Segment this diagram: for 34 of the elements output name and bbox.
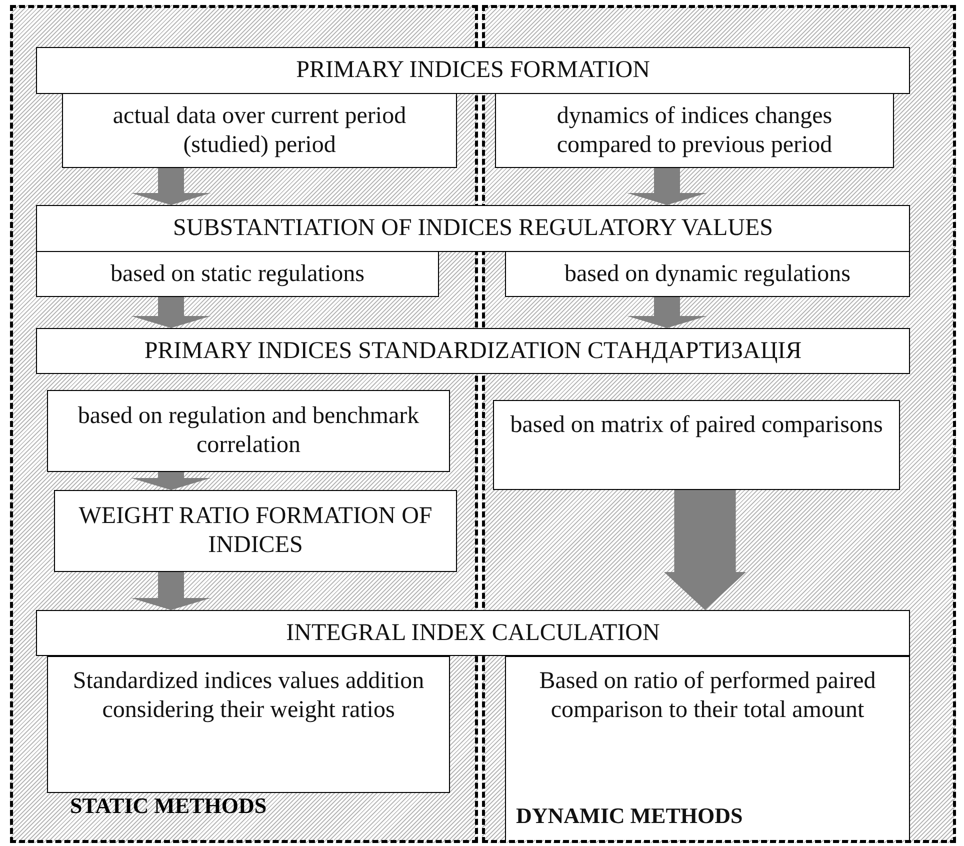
process-box [47,390,450,472]
block-arrow [131,297,211,328]
process-box [36,47,910,94]
process-box [495,93,894,168]
process-box [62,93,457,168]
process-box [505,656,910,840]
region-label: DYNAMIC METHODS [516,802,743,829]
block-arrow [131,472,211,490]
process-box [505,251,910,297]
box-text: Based on ratio of performed paired comparison to their total amount [538,667,877,725]
box-text: SUBSTANTIATION OF INDICES REGULATORY VALUES [172,214,774,243]
box-text: based on matrix of paired comparisons [509,411,884,440]
process-box [54,490,457,572]
box-text: PRIMARY INDICES STANDARDIZATION СТАНДАРТИЗАЦІЯ [143,336,803,366]
box-text: INTEGRAL INDEX CALCULATION [285,618,661,648]
box-text: WEIGHT RATIO FORMATION OF INDICES [78,502,434,560]
block-arrow [131,572,211,610]
process-box [493,400,900,490]
region-label: STATIC METHODS [70,793,267,819]
block-arrow [627,168,707,205]
block-arrow [627,297,707,328]
box-text: Standardized indices values addition considering their weight ratios [72,667,426,725]
process-box [36,251,439,297]
box-text: actual data over current period (studied) period [112,102,408,160]
process-box [36,205,910,252]
box-text: based on dynamic regulations [564,260,852,288]
block-arrow [131,168,211,205]
process-box [36,610,910,656]
process-box [47,656,450,793]
box-text: PRIMARY INDICES FORMATION [295,56,651,85]
box-text: based on regulation and benchmark correlation [76,402,420,460]
box-text: based on static regulations [110,260,366,288]
box-text: dynamics of indices changes compared to previous period [556,102,834,160]
process-box [36,328,910,374]
